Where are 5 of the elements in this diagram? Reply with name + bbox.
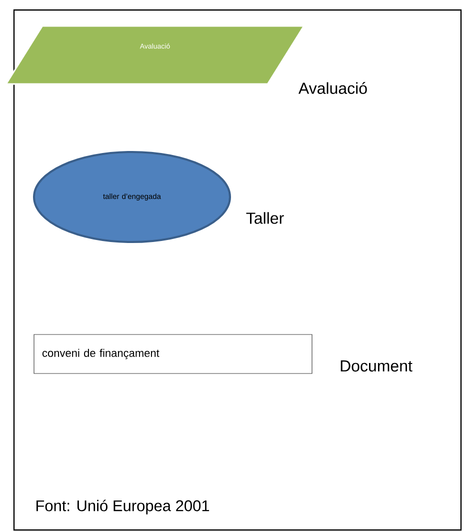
- side-label: Avaluació: [298, 82, 367, 94]
- side-label: Taller: [246, 212, 284, 224]
- caption: Font: Unió Europea 2001: [36, 500, 210, 514]
- side-label: Document: [340, 360, 412, 372]
- document-box: conveni de finançament: [34, 334, 312, 374]
